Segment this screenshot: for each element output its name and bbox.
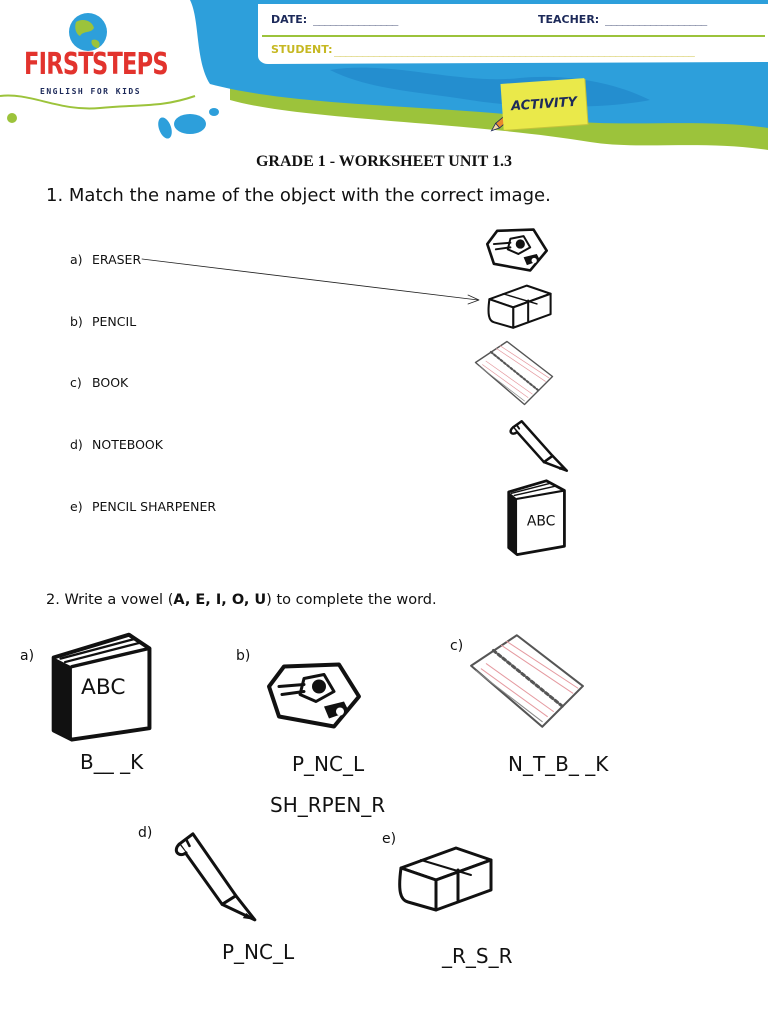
teacher-label: TEACHER:	[538, 13, 600, 26]
question-1-text: 1. Match the name of the object with the…	[46, 185, 551, 206]
book-icon[interactable]: ABC	[496, 478, 566, 556]
worksheet-title: GRADE 1 - WORKSHEET UNIT 1.3	[255, 153, 513, 170]
option-letter: b)	[70, 314, 83, 329]
eraser-icon[interactable]	[486, 280, 554, 332]
item-a-word[interactable]: B__ _K	[80, 750, 144, 774]
option-letter: e)	[70, 499, 83, 514]
item-e-word[interactable]: _R_S_R	[442, 944, 513, 968]
svg-text:ABC: ABC	[527, 513, 556, 529]
option-name: BOOK	[92, 375, 129, 390]
item-a-letter: a)	[20, 648, 35, 664]
item-c-word[interactable]: N_T_B_ _K	[508, 752, 609, 776]
logo-first: FIRST	[24, 47, 94, 82]
option-letter: c)	[70, 375, 82, 390]
item-b-letter: b)	[236, 648, 251, 664]
item-d-word[interactable]: P_NC_L	[222, 940, 295, 964]
item-sharpener-word[interactable]: SH_RPEN_R	[270, 793, 386, 817]
teacher-field[interactable]: __________________	[605, 13, 707, 26]
notebook-icon	[470, 634, 584, 728]
option-e: e) PENCIL SHARPENER	[70, 499, 216, 514]
q2-vowels: A, E, I, O, U	[173, 592, 267, 608]
option-c: c) BOOK	[70, 375, 128, 390]
item-c-letter: c)	[450, 638, 464, 654]
option-a: a) ERASER	[70, 252, 141, 267]
q2-suffix: ) to complete the word.	[266, 592, 437, 608]
option-name: ERASER	[92, 252, 142, 267]
book-icon: ABC	[51, 632, 152, 742]
date-label: DATE:	[271, 13, 308, 26]
student-label: STUDENT:	[271, 43, 333, 56]
pencil-icon	[174, 832, 257, 922]
student-field[interactable]: ________________________________________…	[334, 44, 695, 57]
item-d-letter: d)	[138, 825, 153, 841]
header-banner	[0, 0, 768, 150]
option-name: PENCIL	[92, 314, 137, 329]
option-name: PENCIL SHARPENER	[92, 499, 217, 514]
sharpener-icon[interactable]	[484, 224, 550, 274]
item-e-letter: e)	[382, 831, 397, 847]
svg-text:ABC: ABC	[81, 675, 125, 700]
notebook-icon[interactable]	[472, 337, 556, 409]
logo-steps: STEPS	[92, 47, 169, 82]
pencil-icon[interactable]	[508, 420, 570, 472]
option-letter: a)	[70, 252, 83, 267]
eraser-icon	[398, 846, 493, 912]
logo-tagline: ENGLISH FOR KIDS	[40, 87, 142, 96]
option-b: b) PENCIL	[70, 314, 136, 329]
q2-prefix: 2. Write a vowel (	[46, 592, 174, 608]
option-d: d) NOTEBOOK	[70, 437, 163, 452]
option-letter: d)	[70, 437, 83, 452]
option-name: NOTEBOOK	[92, 437, 163, 452]
date-field[interactable]: _______________	[313, 13, 398, 26]
question-2-text: 2. Write a vowel (A, E, I, O, U) to comp…	[46, 592, 437, 608]
sharpener-icon	[267, 662, 361, 729]
item-b-word[interactable]: P_NC_L	[292, 752, 365, 776]
